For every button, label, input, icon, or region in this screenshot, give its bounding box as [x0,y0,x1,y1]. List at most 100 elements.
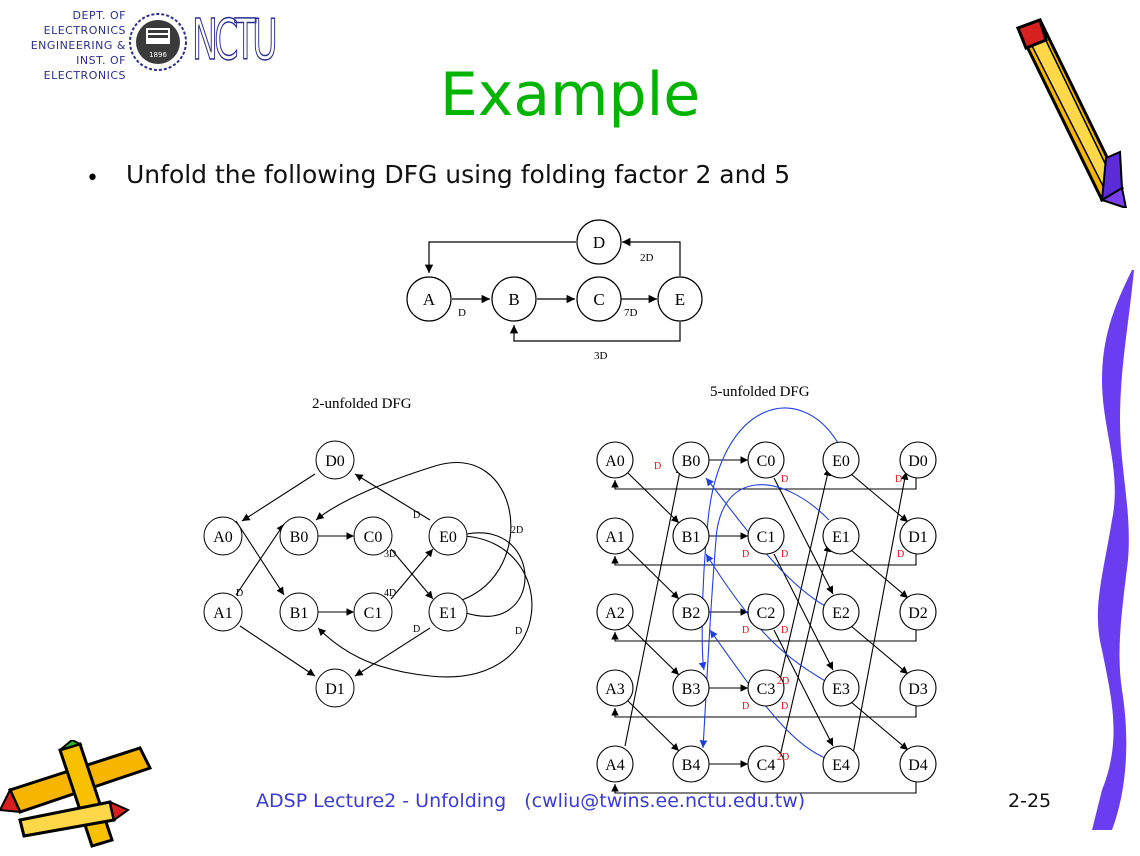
u5-node-circle [899,593,937,631]
u5-node-label: A4 [605,757,625,774]
u5-node-label: C3 [757,681,776,698]
u5-node-circle [822,517,860,555]
u5-node-circle [822,441,860,479]
delay-label-ce: 7D [624,307,638,319]
edge-e1-b0 [315,462,512,601]
logo-line-1: DEPT. OF ELECTRONICS [43,9,126,37]
u5-delay-7: D [781,625,788,636]
u5-node-label: D4 [908,757,928,774]
university-seal-icon: 1896 [129,13,187,71]
u5-node-label: A3 [605,681,625,698]
u5-node-label: E0 [832,453,850,470]
edge-d-a [424,241,576,273]
unfolded5-edges [611,456,917,794]
pencil-clipart-icon [1015,18,1128,208]
u5-delay-8: D [742,701,749,712]
u5-node-circle [899,441,937,479]
bullet-text: Unfold the following DFG using folding f… [126,160,791,189]
bullet-marker: • [86,166,99,191]
u2-delay-c0e1: 3D [384,549,396,560]
node-e [657,276,703,322]
u5-delay-11: 2D [777,752,789,763]
u5-node-circle [672,669,710,707]
u5-delay-9: 2D [777,676,789,687]
node-a-label: A [423,290,436,309]
edge-e0-e1-arc [462,532,526,617]
u2-delay-e1d1: D [413,624,420,635]
u5-node-circle [899,669,937,707]
u2-node-b0: B0 [290,529,309,546]
u2-node-e1: E1 [439,605,457,622]
u5-node-circle [672,593,710,631]
u5-delay-2: D [895,474,902,485]
u5-node-circle [672,441,710,479]
u5-edge-a1-b2 [627,548,680,600]
edge-a0-b1 [235,520,285,596]
u5-node-circle [822,593,860,631]
edge-d1-a1 [239,625,316,677]
edge-e-b [509,322,681,342]
u5-edge-a4-b0 [624,465,684,747]
node-b-label: B [508,290,519,309]
u5-node-label: D1 [908,529,928,546]
u2-node-b1: B1 [290,605,309,622]
u5-node-label: C1 [757,529,776,546]
u5-delay-5: D [897,549,904,560]
department-logo-text: DEPT. OF ELECTRONICS ENGINEERING & INST.… [6,8,126,83]
u5-edge-c2-e4 [773,629,834,747]
u5-node-label: B4 [682,757,701,774]
edge-c1-e0 [390,548,434,600]
decorative-wave-icon [1092,270,1134,830]
node-a [406,276,452,322]
u5-blue-edge-4 [709,629,831,761]
u5-edge-d2-a2 [611,630,917,642]
unfolded5-delay-labels: D D D D D D D D D 2D D 2D [654,461,904,763]
unfolded2-edges [235,462,533,678]
u5-blue-edge-0 [698,407,839,671]
u2-delay-e0b1: D [515,626,522,637]
u5-delay-0: D [654,461,661,472]
node-b [491,276,537,322]
u5-node-label: A0 [605,453,625,470]
delay-label-eb: 3D [594,350,608,362]
u5-node-circle [747,441,785,479]
edge-e1-d1 [354,627,431,677]
u5-edge-d4-a4 [611,782,917,794]
node-e-label: E [675,290,685,309]
u5-node-label: B3 [682,681,701,698]
u2-node-a1: A1 [213,605,233,622]
u5-blue-edge-3 [705,553,828,683]
delay-label-ab: D [458,307,466,319]
u5-node-circle [747,669,785,707]
u5-edge-e1-d2 [850,549,909,599]
edge-d0-a0 [241,473,316,522]
u2-node-e0: E0 [439,529,457,546]
u5-node-circle [899,517,937,555]
u5-node-label: C2 [757,605,776,622]
u5-node-label: D0 [908,453,928,470]
unfolded2-title: 2-unfolded DFG [312,396,412,412]
u5-edge-e3-d4 [850,701,909,751]
node-d [576,219,622,265]
u5-node-label: D2 [908,605,928,622]
u5-node-circle [596,593,634,631]
u2-delay-e1b0: 2D [511,525,523,536]
edge-a1-b0 [235,523,285,596]
u5-node-circle [747,593,785,631]
u5-edge-a3-b4 [627,700,680,752]
u5-node-circle [822,745,860,783]
logo-line-3: INST. OF ELECTRONICS [43,54,126,82]
u5-node-label: C0 [757,453,776,470]
u5-node-label: E1 [832,529,850,546]
u5-node-circle [596,517,634,555]
u5-delay-1: D [781,474,788,485]
edge-e0-d0 [354,473,431,521]
node-d-label: D [593,233,605,252]
pencils-clipart-icon [0,740,153,848]
u5-node-circle [822,669,860,707]
u5-node-circle [596,669,634,707]
edge-e-d [622,237,681,276]
u5-node-label: D3 [908,681,928,698]
u5-edge-e4-d0 [852,471,909,755]
u5-node-circle [596,745,634,783]
